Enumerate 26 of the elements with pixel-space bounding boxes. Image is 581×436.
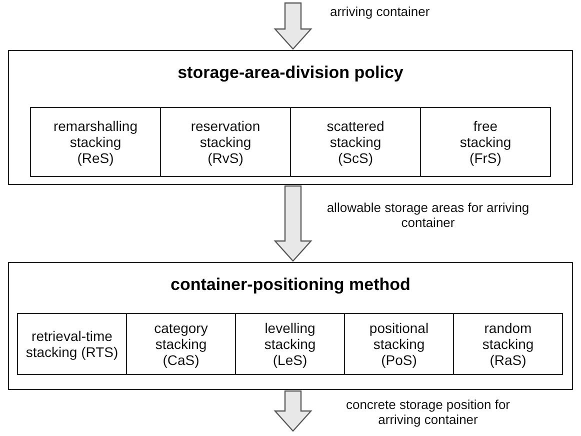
cell-text: positional stacking (PoS) [369, 320, 429, 368]
cell-text: retrieval-time stacking (RTS) [24, 328, 120, 360]
method-cell [17, 313, 127, 375]
group-box [8, 50, 573, 185]
block-arrow [274, 390, 312, 432]
cell-text: random stacking (RaS) [482, 320, 534, 368]
block-arrow [274, 185, 312, 262]
box-heading: storage-area-division policy [178, 63, 404, 83]
method-cell [290, 107, 421, 177]
method-cell [126, 313, 236, 375]
method-cell [160, 107, 291, 177]
cell-text: free stacking (FrS) [460, 118, 512, 166]
cell-text: scattered stacking (ScS) [326, 118, 384, 166]
edge-label: arriving container [330, 4, 430, 19]
group-box [8, 262, 573, 390]
method-cell [453, 313, 563, 375]
block-arrow [274, 2, 312, 50]
cell-text: remarshalling stacking (ReS) [53, 118, 138, 166]
method-cell [344, 313, 454, 375]
cell-text: category stacking (CaS) [154, 320, 208, 368]
method-cell [30, 107, 161, 177]
method-cell [420, 107, 551, 177]
method-cell [235, 313, 345, 375]
box-heading: container-positioning method [170, 275, 410, 295]
cell-text: levelling stacking (LeS) [264, 320, 316, 368]
cell-text: reservation stacking (RvS) [190, 118, 260, 166]
